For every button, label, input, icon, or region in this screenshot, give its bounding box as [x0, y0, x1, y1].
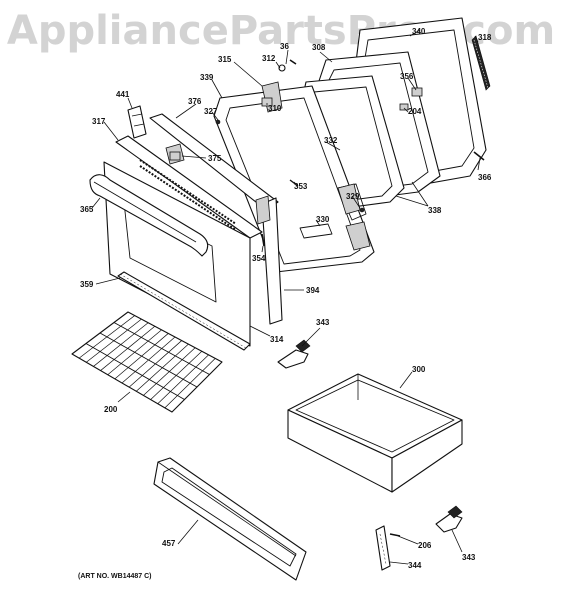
door-liner-part[interactable]: [213, 85, 375, 273]
callout-338: 338: [428, 206, 442, 215]
callout-376: 376: [188, 97, 202, 106]
callout-327: 327: [204, 107, 218, 116]
callout-375: 375: [208, 154, 222, 163]
door-side-rail-part[interactable]: [149, 113, 283, 325]
callout-206: 206: [418, 541, 432, 550]
callout-318: 318: [478, 33, 492, 42]
callout-332: 332: [324, 136, 338, 145]
callout-366: 366: [478, 173, 492, 182]
door-handle-part[interactable]: [89, 174, 209, 257]
callout-300: 300: [412, 365, 426, 374]
callout-343-lower: 343: [462, 553, 476, 562]
drawer-slide-rail-part[interactable]: [375, 525, 391, 571]
callout-340: 340: [412, 27, 426, 36]
callout-330: 330: [316, 215, 330, 224]
callout-312: 312: [262, 54, 276, 63]
drawer-front-panel-part[interactable]: [153, 457, 307, 581]
callout-365: 365: [80, 205, 94, 214]
callout-344: 344: [408, 561, 422, 570]
callout-315: 315: [218, 55, 232, 64]
door-bottom-trim-part[interactable]: [117, 271, 251, 351]
callout-310: 310: [268, 104, 282, 113]
door-gasket-strip-part[interactable]: [471, 35, 491, 91]
callout-204: 204: [408, 107, 422, 116]
callout-leader-lines: [91, 29, 481, 565]
storage-drawer-part[interactable]: [287, 373, 463, 493]
callout-394: 394: [306, 286, 320, 295]
callout-36: 36: [280, 42, 289, 51]
callout-200: 200: [104, 405, 118, 414]
callout-354: 354: [252, 254, 266, 263]
callout-317: 317: [92, 117, 106, 126]
door-vent-slots: [139, 159, 237, 231]
art-number-label: (ART NO. WB14487 C): [78, 573, 152, 580]
screw-part-lower[interactable]: [389, 533, 401, 537]
rack-wires: [78, 315, 216, 409]
oven-rack-part[interactable]: [71, 311, 223, 413]
callout-441: 441: [116, 90, 130, 99]
bracket-part[interactable]: [127, 105, 147, 139]
drawer-glide-part-lower[interactable]: [435, 505, 463, 533]
callout-343-upper: 343: [316, 318, 330, 327]
callout-356: 356: [400, 72, 414, 81]
small-hardware-parts[interactable]: [169, 59, 423, 247]
callout-329: 329: [346, 192, 360, 201]
callout-308: 308: [312, 43, 326, 52]
callout-353: 353: [294, 182, 308, 191]
callout-labels: 340 318 36 312 308 315 356 441 339 376 3…: [80, 27, 492, 570]
drawer-glide-part[interactable]: [277, 339, 311, 369]
callout-359: 359: [80, 280, 94, 289]
callout-457: 457: [162, 539, 176, 548]
screw-part[interactable]: [473, 151, 485, 161]
callout-339: 339: [200, 73, 214, 82]
callout-314: 314: [270, 335, 284, 344]
